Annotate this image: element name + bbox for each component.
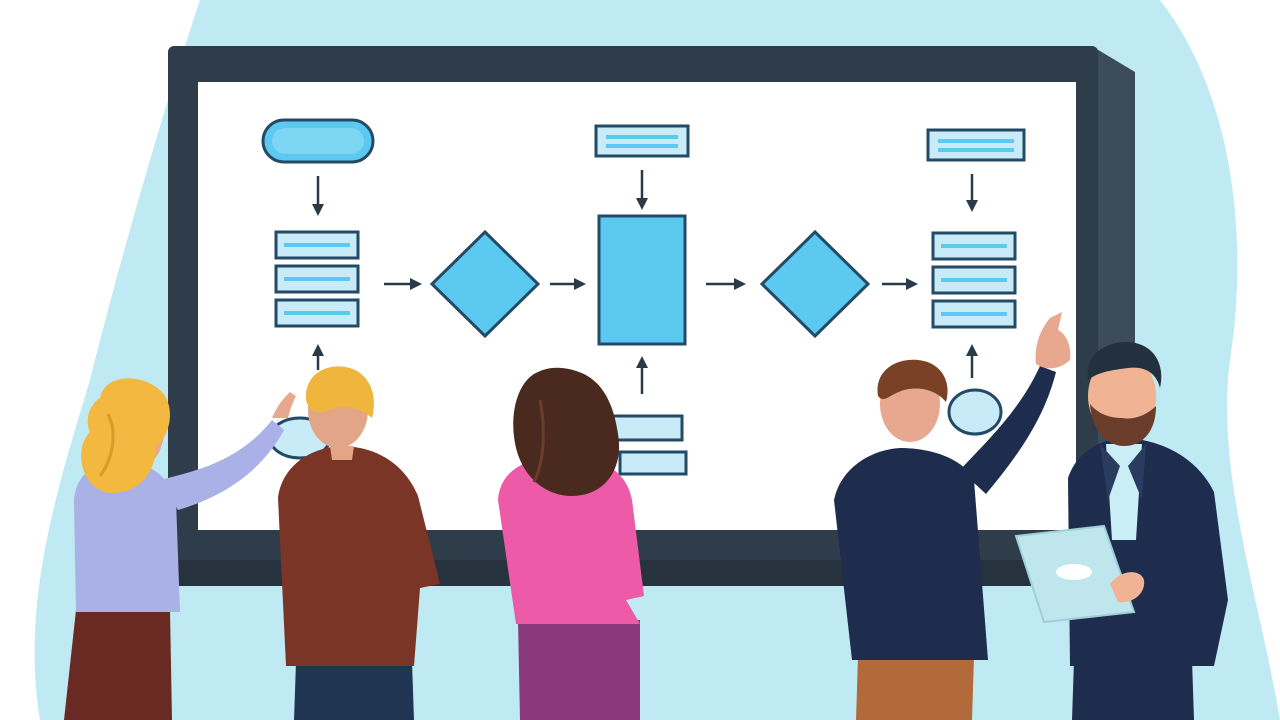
flowchart bbox=[261, 118, 1026, 476]
flowchart-input-top-center bbox=[594, 124, 690, 158]
flowchart-decision-1 bbox=[429, 229, 541, 339]
person-man-with-tablet bbox=[1014, 342, 1228, 720]
flowchart-process-stack-left bbox=[274, 230, 360, 328]
flowchart-arrows bbox=[312, 170, 978, 394]
person-woman-pink-top bbox=[498, 367, 644, 720]
flowchart-connector-right bbox=[947, 388, 1003, 436]
flowchart-input-top-right bbox=[926, 128, 1026, 162]
person-woman-blonde bbox=[64, 378, 296, 720]
flowchart-process-stack-right bbox=[931, 231, 1017, 329]
person-man-brown-jacket bbox=[278, 366, 440, 720]
person-man-navy-jacket bbox=[834, 312, 1071, 720]
flowchart-process-center bbox=[597, 214, 687, 346]
flowchart-decision-2 bbox=[759, 229, 871, 339]
flowchart-input-bottom-center bbox=[608, 414, 688, 476]
